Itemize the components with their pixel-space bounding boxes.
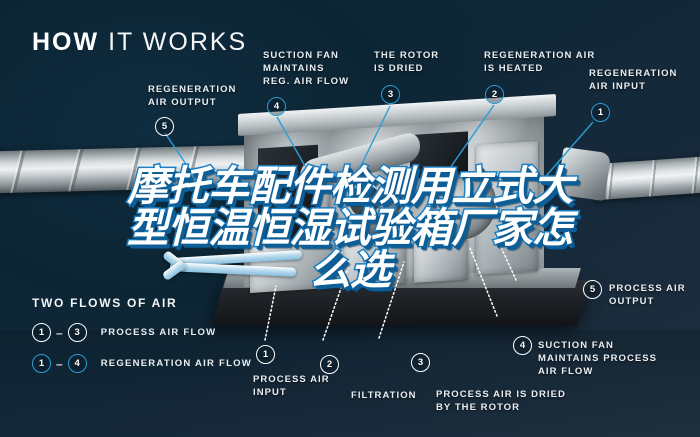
legend-marker-from-1: 1 (32, 323, 51, 342)
legend-row-process-air-flow: 1 – 3 PROCESS AIR FLOW (32, 323, 252, 342)
page-title: HOW IT WORKS (32, 28, 247, 57)
callout-suction-fan-regeneration: SUCTION FAN MAINTAINS REG. AIR FLOW (263, 50, 350, 87)
spiral-duct-left-icon (0, 144, 263, 194)
legend-dash-blue: – (56, 356, 63, 371)
legend-marker-to-4-blue: 4 (67, 354, 87, 373)
callout-regeneration-air-heated: REGENERATION AIR IS HEATED (484, 50, 596, 74)
dehumidifier-unit (211, 93, 591, 326)
marker-process-air-input[interactable]: 1 (256, 345, 275, 364)
process-air-flow-arrow-icon (161, 249, 310, 282)
callout-regeneration-air-output: REGENERATION AIR OUTPUT (148, 84, 237, 108)
legend-row-regeneration-air-flow: 1 – 4 REGENERATION AIR FLOW (32, 354, 252, 373)
marker-process-air-output[interactable]: 5 (583, 280, 602, 299)
callout-rotor-is-dried: THE ROTOR IS DRIED (374, 50, 440, 74)
title-bold: HOW (32, 28, 100, 56)
legend: TWO FLOWS OF AIR 1 – 3 PROCESS AIR FLOW … (32, 296, 252, 385)
marker-regeneration-air-input[interactable]: 1 (591, 103, 610, 122)
callout-filtration: FILTRATION (351, 390, 417, 401)
marker-regeneration-air-output[interactable]: 5 (155, 117, 174, 136)
title-light: IT WORKS (108, 28, 248, 56)
marker-rotor-is-dried[interactable]: 3 (381, 85, 400, 104)
callout-process-air-dried: PROCESS AIR IS DRIED BY THE ROTOR (436, 389, 566, 413)
marker-process-air-dried[interactable]: 3 (411, 353, 430, 372)
legend-title: TWO FLOWS OF AIR (32, 296, 178, 310)
callout-process-air-output: PROCESS AIR OUTPUT (609, 283, 686, 307)
marker-suction-fan-process[interactable]: 4 (513, 336, 532, 355)
legend-dash: – (56, 325, 63, 340)
legend-label-process-air-flow: PROCESS AIR FLOW (100, 327, 217, 338)
marker-suction-fan-regeneration[interactable]: 4 (267, 97, 286, 116)
marker-regeneration-air-heated[interactable]: 2 (485, 85, 504, 104)
legend-marker-from-1-blue: 1 (32, 354, 51, 373)
housing-panel-lower-right (414, 239, 468, 283)
callout-regeneration-air-input: REGENERATION AIR INPUT (589, 68, 678, 92)
legend-marker-to-3: 3 (67, 323, 87, 342)
legend-label-regeneration-air-flow: REGENERATION AIR FLOW (100, 358, 253, 369)
marker-filtration[interactable]: 2 (320, 355, 339, 374)
callout-process-air-input: PROCESS AIR INPUT (253, 374, 330, 398)
callout-suction-fan-process: SUCTION FAN MAINTAINS PROCESS AIR FLOW (538, 340, 658, 377)
housing-panel-lower-mid (344, 239, 406, 288)
